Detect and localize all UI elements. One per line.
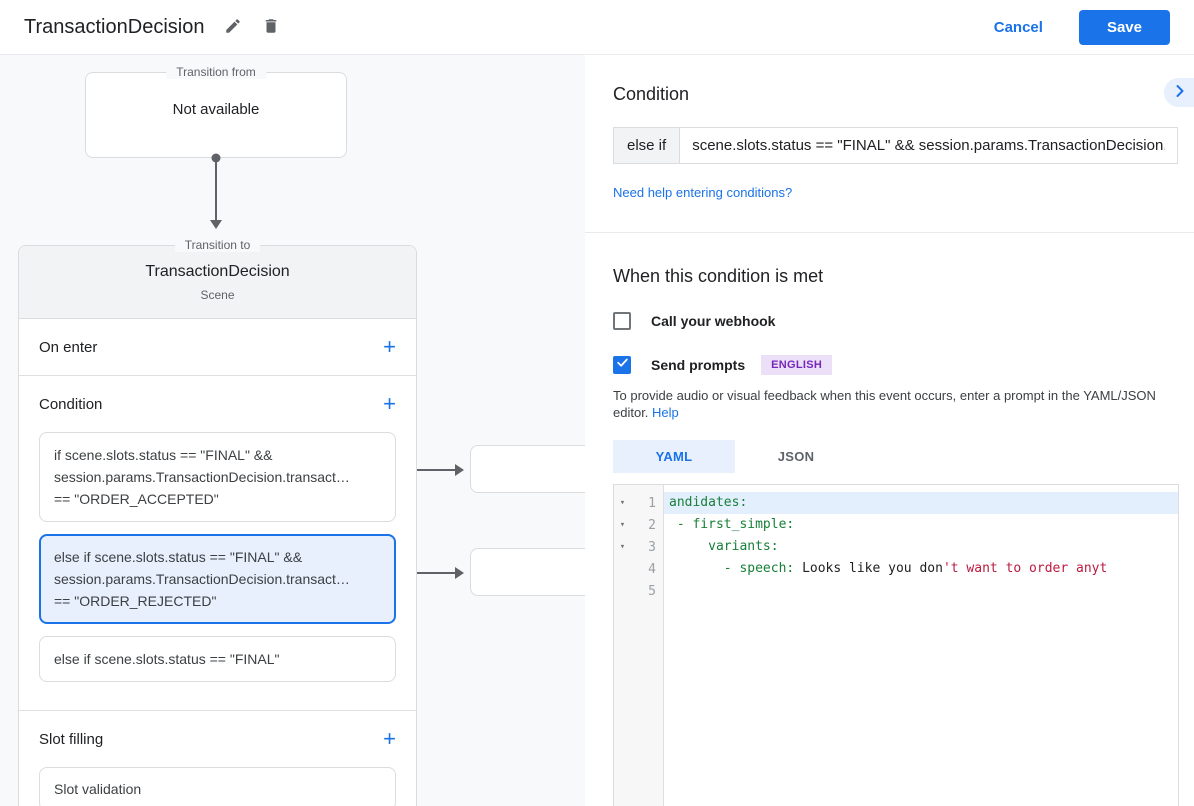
save-button[interactable]: Save — [1078, 9, 1170, 45]
line-number: 5 — [648, 583, 656, 599]
code-token: variants: — [669, 539, 779, 554]
on-enter-section-row: On enter + — [19, 319, 416, 375]
condition-help-link[interactable]: Need help entering conditions? — [613, 185, 793, 200]
divider — [19, 710, 416, 711]
condition-card-accepted[interactable]: if scene.slots.status == "FINAL" && sess… — [39, 432, 396, 522]
call-webhook-checkbox[interactable] — [613, 312, 631, 330]
code-token: - speech: — [669, 561, 803, 576]
fold-arrow-icon[interactable]: ▾ — [619, 498, 626, 508]
condition-card-final[interactable]: else if scene.slots.status == "FINAL" — [39, 636, 396, 682]
condition-line: session.params.TransactionDecision.trans… — [54, 469, 350, 485]
feedback-text: To provide audio or visual feedback when… — [613, 388, 1156, 420]
condition-met-section: When this condition is met Call your web… — [585, 233, 1194, 806]
condition-edit-section: Condition else if Need help entering con… — [585, 55, 1194, 233]
language-badge: ENGLISH — [761, 355, 833, 375]
line-number: 1 — [648, 495, 656, 511]
condition-line: == "ORDER_REJECTED" — [54, 593, 217, 609]
code-line-active[interactable]: andidates: — [664, 492, 1178, 514]
scene-type-label: Scene — [200, 288, 235, 302]
fold-arrow-icon[interactable]: ▾ — [619, 542, 626, 552]
editor-format-tabs: YAML JSON — [613, 440, 1194, 473]
condition-line: == "ORDER_ACCEPTED" — [54, 491, 219, 507]
slot-validation-card[interactable]: Slot validation — [39, 767, 396, 806]
condition-input-group: else if — [613, 127, 1178, 164]
line-number: 2 — [648, 517, 656, 533]
condition-panel-heading: Condition — [613, 84, 690, 104]
code-line[interactable]: variants: — [664, 536, 1178, 558]
chevron-right-icon — [1170, 81, 1190, 104]
prompt-code-editor[interactable]: ▾ 1 ▾ 2 ▾ 3 4 5 andidates: - first_simple: … — [613, 484, 1179, 806]
trash-icon — [262, 17, 280, 38]
top-bar: TransactionDecision Cancel Save — [0, 0, 1194, 55]
code-line[interactable] — [664, 580, 1178, 602]
feedback-help-text: To provide audio or visual feedback when… — [613, 387, 1171, 421]
code-line[interactable]: - speech: Looks like you don't want to o… — [664, 558, 1178, 580]
condition-card-rejected-selected[interactable]: else if scene.slots.status == "FINAL" &&… — [39, 534, 396, 624]
code-token: 't want to order anyt — [942, 561, 1108, 576]
transition-from-node: Transition from Not available — [85, 65, 347, 158]
tab-yaml[interactable]: YAML — [613, 440, 735, 473]
line-number: 3 — [648, 539, 656, 555]
condition-label: Condition — [39, 395, 103, 413]
code-token: andidates: — [669, 495, 748, 510]
condition-line: else if scene.slots.status == "FINAL" — [54, 651, 280, 667]
code-token: - first_simple: — [669, 517, 795, 532]
condition-line: session.params.TransactionDecision.trans… — [54, 571, 350, 587]
help-link[interactable]: Help — [652, 405, 679, 420]
condition-section-row: Condition + — [19, 376, 416, 432]
edit-scene-button[interactable] — [224, 17, 242, 38]
condition-expression-input[interactable] — [679, 127, 1178, 164]
send-prompts-row: Send prompts ENGLISH — [613, 355, 1194, 375]
editor-code-area[interactable]: andidates: - first_simple: variants: - s… — [664, 485, 1178, 806]
transition-to-legend: Transition to — [174, 238, 261, 252]
transition-target-node[interactable] — [470, 548, 585, 596]
line-number: 4 — [648, 561, 656, 577]
code-token: Looks like you don — [802, 561, 943, 576]
transition-target-node[interactable] — [470, 445, 585, 493]
transition-from-value: Not available — [172, 101, 260, 118]
webhook-row: Call your webhook — [613, 312, 1194, 330]
cancel-button[interactable]: Cancel — [993, 18, 1043, 36]
collapse-panel-button[interactable] — [1164, 78, 1194, 107]
delete-scene-button[interactable] — [262, 17, 280, 38]
add-slot-button[interactable]: + — [383, 726, 396, 751]
divider — [19, 375, 416, 376]
condition-detail-panel: Condition else if Need help entering con… — [585, 55, 1194, 806]
slot-filling-section-row: Slot filling + — [19, 711, 416, 767]
call-webhook-label: Call your webhook — [651, 313, 776, 329]
tab-json[interactable]: JSON — [777, 449, 815, 464]
add-on-enter-button[interactable]: + — [383, 334, 396, 359]
slot-filling-label: Slot filling — [39, 730, 104, 748]
editor-gutter: ▾ 1 ▾ 2 ▾ 3 4 5 — [614, 485, 664, 806]
condition-line: if scene.slots.status == "FINAL" && — [54, 447, 273, 463]
scene-name: TransactionDecision — [145, 263, 290, 280]
transition-from-legend: Transition from — [166, 65, 266, 79]
scene-card-header: TransactionDecision Scene — [19, 246, 416, 319]
add-condition-button[interactable]: + — [383, 391, 396, 416]
send-prompts-checkbox[interactable] — [613, 356, 631, 374]
condition-met-heading: When this condition is met — [613, 266, 824, 286]
transition-to-node: Transition to TransactionDecision Scene … — [18, 238, 417, 806]
condition-operator-label[interactable]: else if — [613, 127, 680, 164]
code-line[interactable]: - first_simple: — [664, 514, 1178, 536]
checkmark-icon — [616, 356, 629, 374]
pencil-icon — [224, 17, 242, 38]
condition-line: else if scene.slots.status == "FINAL" && — [54, 549, 303, 565]
page-title: TransactionDecision — [24, 15, 205, 38]
send-prompts-label: Send prompts — [651, 357, 746, 373]
scene-diagram-canvas: Transition from Not available Transition… — [0, 55, 585, 806]
on-enter-label: On enter — [39, 338, 98, 356]
fold-arrow-icon[interactable]: ▾ — [619, 520, 626, 530]
